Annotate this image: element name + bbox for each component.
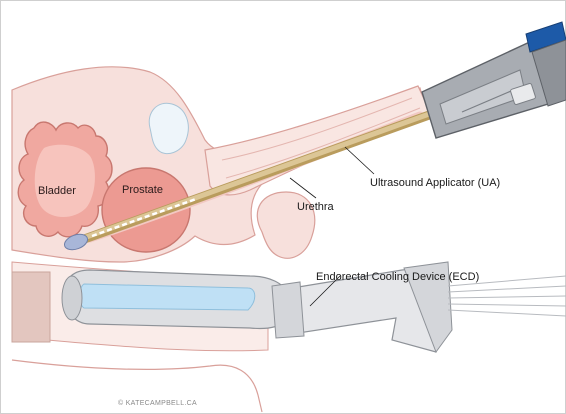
credit-text: © KATECAMPBELL.CA — [118, 399, 197, 407]
prostate-label: Prostate — [122, 184, 163, 196]
bladder-label: Bladder — [38, 185, 76, 197]
bladder-inner-lumen — [35, 145, 95, 217]
urethra-label: Urethra — [297, 201, 335, 213]
cooling-device-label: Endorectal Cooling Device (ECD) — [316, 271, 479, 283]
pubic-bone — [149, 103, 188, 153]
ultrasound-applicator-label: Ultrasound Applicator (UA) — [370, 177, 500, 189]
cooling-balloon — [80, 284, 255, 310]
rectum-band — [12, 272, 50, 342]
